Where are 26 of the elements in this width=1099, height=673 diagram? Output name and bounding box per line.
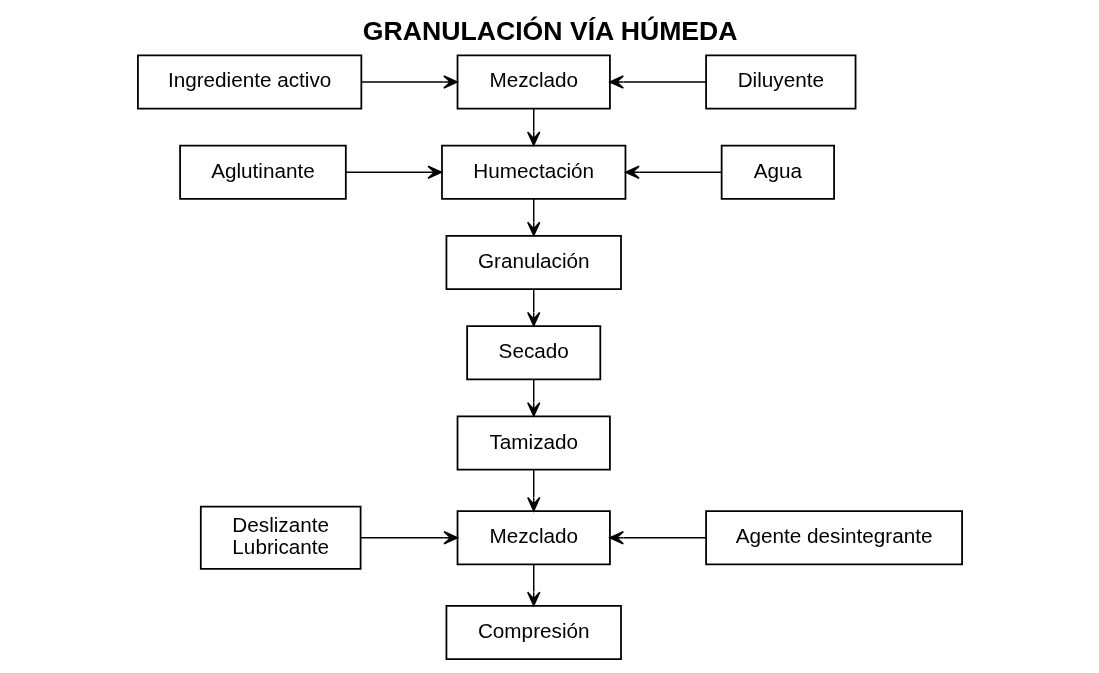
- arrow: [526, 198, 540, 237]
- diagram-title: GRANULACIÓN VÍA HÚMEDA: [362, 15, 738, 46]
- arrow: [526, 469, 540, 512]
- node-box: Deslizante Lubricante: [199, 505, 361, 570]
- node-box: Aglutinante: [178, 144, 347, 200]
- node-box: Ingrediente activo: [136, 54, 362, 110]
- arrow: [344, 165, 442, 179]
- arrow: [526, 288, 540, 327]
- node-box: Granulación: [445, 235, 622, 291]
- arrow: [608, 75, 707, 89]
- arrow: [359, 531, 458, 545]
- node-box: Agua: [720, 144, 835, 200]
- node-box: Mezclado: [456, 510, 611, 566]
- arrow: [360, 75, 458, 89]
- arrow: [608, 531, 707, 545]
- node-box: Secado: [465, 325, 601, 381]
- node-box: Humectación: [440, 144, 626, 200]
- node-box: Tamizado: [456, 415, 611, 471]
- arrow: [526, 108, 540, 147]
- arrow: [526, 564, 540, 607]
- node-box: Mezclado: [456, 54, 611, 110]
- arrow: [526, 378, 540, 417]
- arrow: [624, 165, 722, 179]
- node-box: Compresión: [445, 604, 622, 660]
- node-box: Agente desintegrante: [704, 510, 963, 566]
- node-box: Diluyente: [704, 54, 856, 110]
